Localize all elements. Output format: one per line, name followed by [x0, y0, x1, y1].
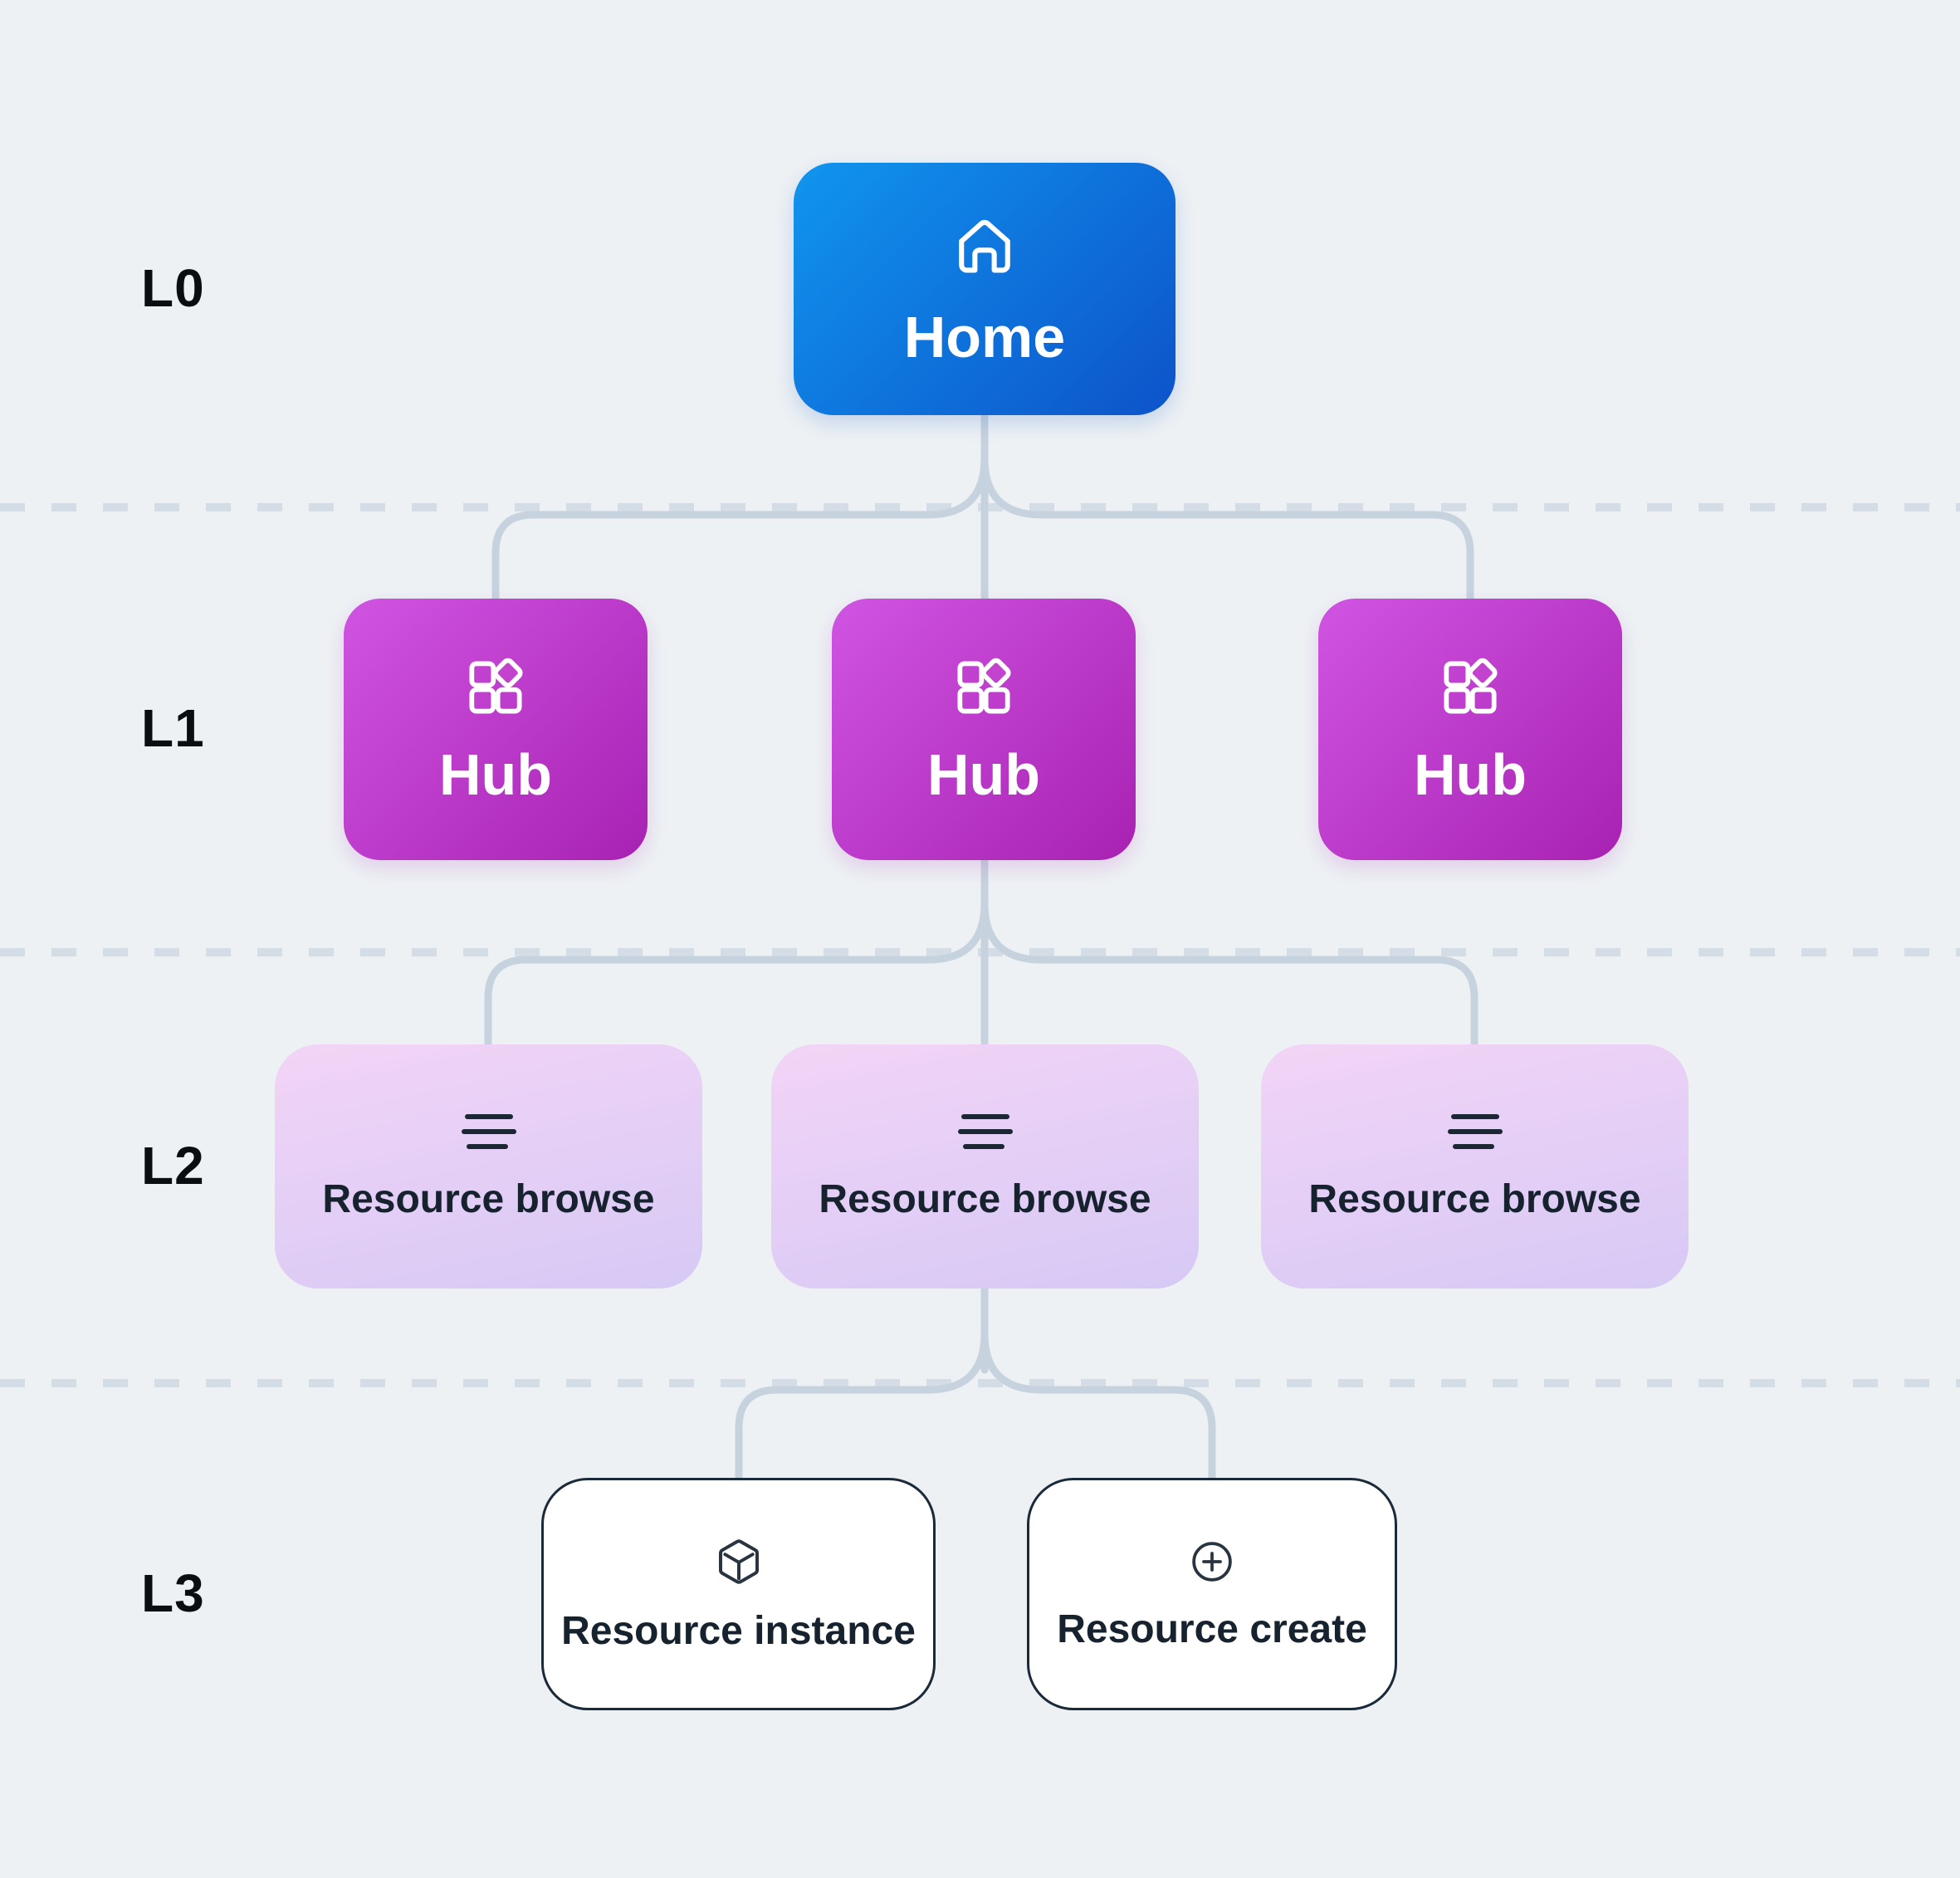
connector-browse-to-create [980, 1329, 1216, 1482]
node-hub-middle: Hub [832, 599, 1136, 860]
level-label-l3: L3 [141, 1563, 205, 1623]
text-lines-icon [461, 1113, 516, 1149]
node-resource-instance-label: Resource instance [561, 1608, 916, 1653]
node-hub-label: Hub [438, 742, 553, 807]
connector-hub-to-browse-right [980, 899, 1479, 1049]
cube-icon [718, 1538, 759, 1584]
node-resource-browse-middle: Resource browse [771, 1044, 1199, 1289]
node-resource-browse-left: Resource browse [275, 1044, 702, 1289]
node-hub-label: Hub [926, 742, 1041, 807]
text-lines-icon [1447, 1113, 1503, 1149]
apps-icon [469, 658, 523, 714]
connector-home-to-hub-left [491, 454, 989, 603]
level-label-l1: L1 [141, 698, 205, 758]
node-resource-browse-right: Resource browse [1261, 1044, 1689, 1289]
connector-home-to-hub-right [980, 454, 1474, 603]
node-resource-browse-label: Resource browse [1308, 1176, 1641, 1221]
node-home: Home [794, 163, 1176, 415]
node-resource-create: Resource create [1027, 1478, 1397, 1710]
home-icon [959, 219, 1010, 273]
node-hub-left: Hub [344, 599, 648, 860]
add-circle-icon [1192, 1541, 1232, 1582]
connector-browse-to-instance [735, 1329, 989, 1482]
node-home-label: Home [903, 304, 1066, 369]
apps-icon [957, 658, 1011, 714]
apps-icon [1444, 658, 1498, 714]
node-hub-right: Hub [1318, 599, 1622, 860]
level-label-l2: L2 [141, 1136, 205, 1196]
node-resource-create-label: Resource create [1057, 1607, 1367, 1651]
connector-hub-to-browse-left [484, 899, 989, 1049]
node-resource-browse-label: Resource browse [819, 1176, 1151, 1221]
node-hub-label: Hub [1413, 742, 1527, 807]
node-resource-browse-label: Resource browse [322, 1176, 655, 1221]
text-lines-icon [957, 1113, 1013, 1149]
level-label-l0: L0 [141, 258, 205, 318]
node-resource-instance: Resource instance [541, 1478, 936, 1710]
